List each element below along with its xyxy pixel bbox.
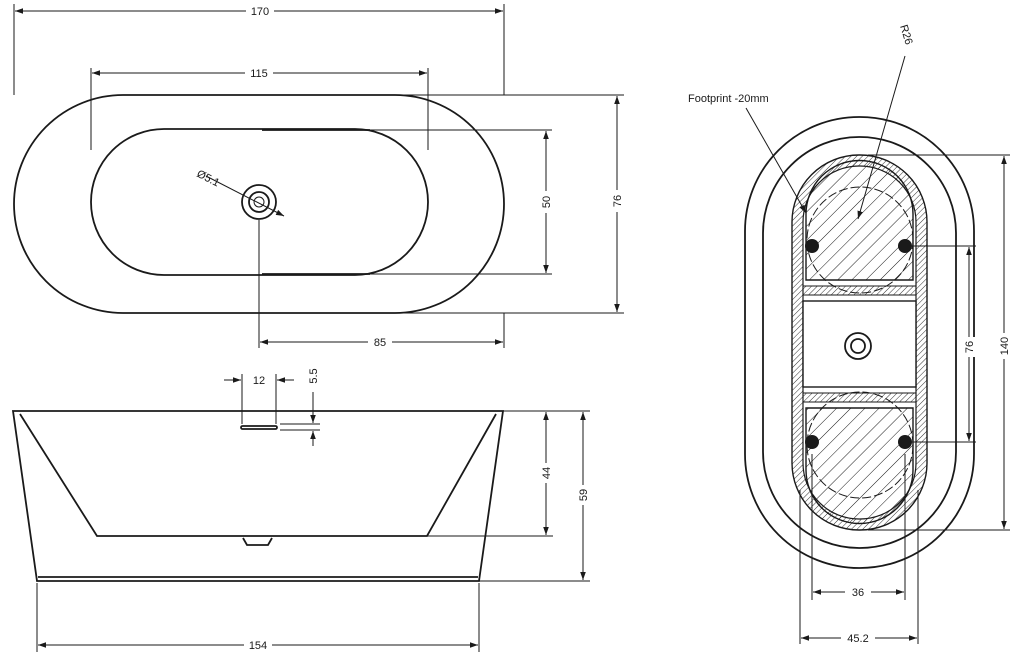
inner-width-label: 50 [541,196,553,208]
drain-diameter-label: Ø5.1 [195,168,222,190]
feet-spacing-label: 76 [964,341,976,353]
inner-length-label: 115 [250,68,268,80]
overall-length-label: 170 [251,6,269,18]
support-pad-top [805,159,914,281]
footprint-length-label: 140 [999,337,1011,355]
overall-width-label: 76 [612,195,624,207]
inner-depth-label: 44 [541,467,553,479]
tub-side-inner [19,413,497,537]
radius-circle-top [806,186,914,294]
drain-offset-label: 85 [374,337,386,349]
rib-upper [802,285,917,296]
bottom-inner-rim [762,136,957,549]
drain-diameter-leader [205,175,285,217]
footprint-label: Footprint -20mm [688,93,769,105]
footprint-leader [745,107,807,214]
bottom-drain-icon [844,332,872,360]
rib-lower [802,392,917,403]
tub-side-drain [242,537,273,546]
foot-top-left [805,239,819,253]
support-pad-bottom [805,407,914,525]
drain-icon [241,184,277,220]
feet-width-label: 36 [852,587,864,599]
overflow-width-label: 12 [253,375,265,387]
tub-side-outer [11,410,505,582]
base-length-label: 154 [249,640,267,652]
side-view: 12 5.5 44 59 154 [11,368,590,652]
center-cavity [802,300,917,388]
foot-bottom-left [805,435,819,449]
overall-height-label: 59 [578,489,590,501]
footprint-width-label: 45.2 [847,633,868,645]
radius-label: R26 [897,23,914,46]
bottom-view: Footprint -20mm R26 76 140 36 45.2 [688,23,1011,645]
top-view: Ø5.1 170 115 76 50 85 [13,3,624,349]
overflow-height-label: 5.5 [308,368,320,383]
radius-leader [857,55,906,220]
overflow-slot [240,425,278,430]
radius-circle-bottom [806,391,914,499]
